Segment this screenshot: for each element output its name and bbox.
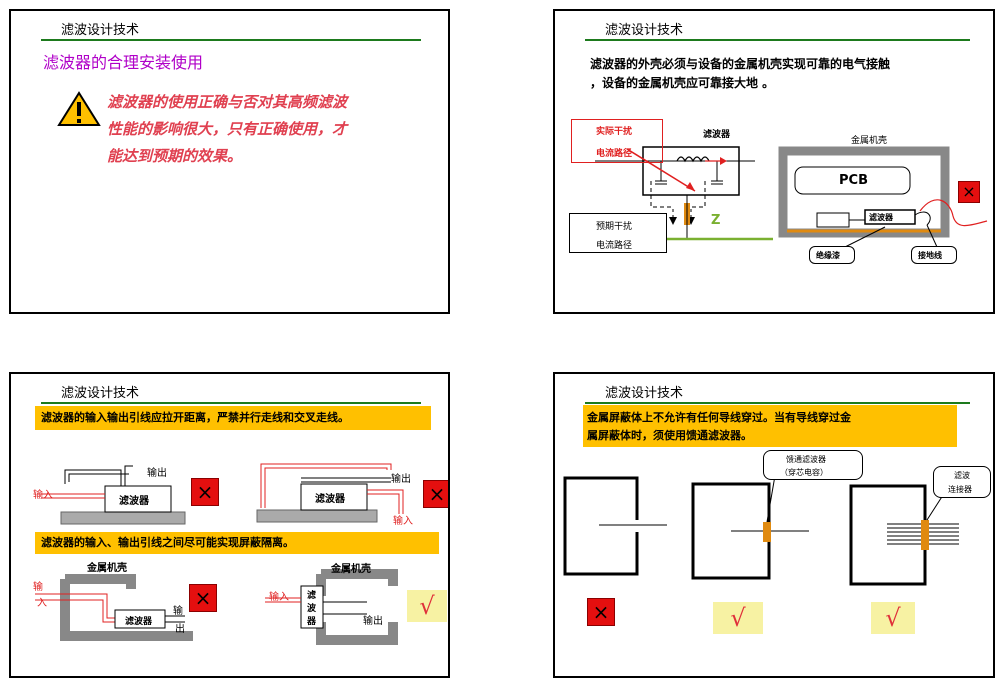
callout-filter-connector: 滤波 连接器 bbox=[933, 466, 991, 498]
chassis-label: 金属机壳 bbox=[851, 136, 888, 146]
warning-text-line2: 性能的影响很大，只有正确使用，才 bbox=[107, 120, 348, 138]
out-label-2: 输出 bbox=[391, 474, 411, 485]
actual-path-label: 实际干扰 电流路径 bbox=[571, 119, 663, 163]
callout-feedthrough: 馈通滤波器 （穿芯电容） bbox=[763, 450, 863, 480]
header-rule bbox=[585, 402, 970, 404]
ground-wire-label: 接地线 bbox=[911, 246, 957, 264]
slide-3: 滤波设计技术 滤波器的输入输出引线应拉开距离，严禁并行走线和交叉走线。 滤波器的… bbox=[9, 372, 450, 678]
filter-v3: 器 bbox=[307, 617, 317, 627]
in-label-2: 输入 bbox=[393, 516, 413, 527]
in-vertical-1: 输 bbox=[33, 582, 43, 593]
in-label-4: 输入 bbox=[269, 592, 289, 603]
x-mark-2: × bbox=[423, 480, 448, 508]
slide-header: 滤波设计技术 bbox=[605, 386, 684, 401]
out-vertical-1: 输 bbox=[173, 606, 183, 617]
warning-text-line3: 能达到预期的效果。 bbox=[107, 147, 243, 165]
in-vertical-2: 入 bbox=[37, 598, 47, 609]
slide-header: 滤波设计技术 bbox=[61, 23, 140, 38]
out-vertical-2: 出 bbox=[175, 624, 185, 635]
banner: 金属屏蔽体上不允许有任何导线穿过。当有导线穿过金 属屏蔽体时，须使用馈通滤波器。 bbox=[583, 405, 957, 447]
check-mark-1: √ bbox=[713, 602, 763, 634]
filter-v1: 滤 bbox=[307, 591, 317, 601]
warning-text-line1: 滤波器的使用正确与否对其高频滤波 bbox=[107, 93, 348, 111]
filter-label-3: 滤波器 bbox=[125, 617, 153, 627]
out-label-1: 输出 bbox=[147, 468, 167, 479]
x-mark: × bbox=[587, 598, 615, 626]
x-mark-3: × bbox=[189, 584, 217, 612]
chassis-label-2: 金属机壳 bbox=[331, 564, 371, 575]
filter-label-2: 滤波器 bbox=[315, 494, 345, 505]
body-text-line1: 滤波器的外壳必须与设备的金属机壳实现可靠的电气接触 bbox=[590, 57, 891, 71]
header-rule bbox=[41, 39, 421, 41]
filter-v2: 波 bbox=[307, 604, 317, 614]
slide-header: 滤波设计技术 bbox=[605, 23, 684, 38]
check-mark-2: √ bbox=[871, 602, 915, 634]
banner-2: 滤波器的输入、输出引线之间尽可能实现屏蔽隔离。 bbox=[35, 532, 439, 554]
in-label-1: 输入 bbox=[33, 490, 53, 501]
out-label-4: 输出 bbox=[363, 616, 383, 627]
slide-subtitle: 滤波器的合理安装使用 bbox=[43, 53, 204, 72]
impedance-label: Z bbox=[711, 213, 721, 228]
insulation-label: 绝缘漆 bbox=[809, 246, 855, 264]
banner-1: 滤波器的输入输出引线应拉开距离，严禁并行走线和交叉走线。 bbox=[35, 406, 431, 430]
filter-small-label: 滤波器 bbox=[869, 213, 893, 222]
chassis-label-1: 金属机壳 bbox=[87, 563, 127, 574]
filter-label: 滤波器 bbox=[703, 130, 731, 140]
check-mark: √ bbox=[407, 590, 447, 622]
expected-path-label: 预期干扰 电流路径 bbox=[569, 213, 667, 253]
slide-header: 滤波设计技术 bbox=[61, 386, 140, 401]
x-mark: × bbox=[958, 181, 980, 203]
slide-2: 滤波设计技术 滤波器的外壳必须与设备的金属机壳实现可靠的电气接触 ，设备的金属机… bbox=[553, 9, 995, 314]
header-rule bbox=[41, 402, 421, 404]
body-text-line2: ，设备的金属机壳应可靠接大地 。 bbox=[590, 76, 775, 90]
x-mark-1: × bbox=[191, 478, 219, 506]
header-rule bbox=[585, 39, 970, 41]
filter-label-1: 滤波器 bbox=[119, 496, 149, 507]
slide-1: 滤波设计技术 滤波器的合理安装使用 滤波器的使用正确与否对其高频滤波 性能的影响… bbox=[9, 9, 450, 314]
pcb-label: PCB bbox=[839, 173, 868, 188]
slide-4: 滤波设计技术 金属屏蔽体上不允许有任何导线穿过。当有导线穿过金 属屏蔽体时，须使… bbox=[553, 372, 995, 678]
